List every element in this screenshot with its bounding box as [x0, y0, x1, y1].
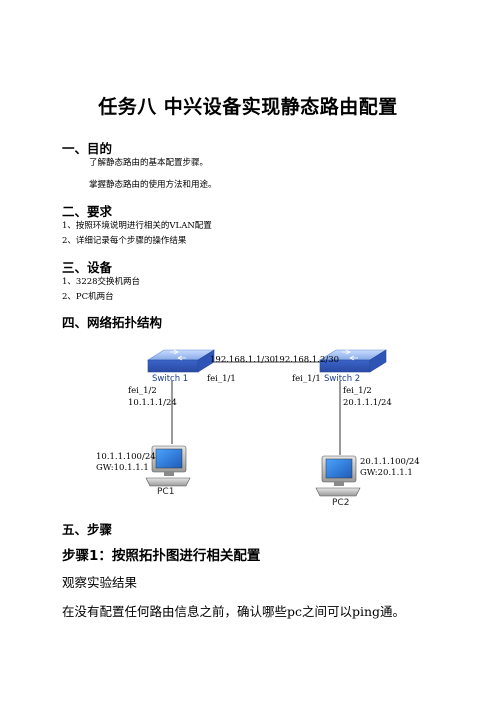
- switch-1-down-port: fei_1/2: [128, 386, 157, 396]
- purpose-line-2: 掌握静态路由的使用方法和用途。: [89, 180, 217, 190]
- pc-2-ip: 20.1.1.100/24: [360, 457, 420, 467]
- topology-heading: 四、网络拓扑结构: [62, 315, 163, 330]
- pc-2-gw: GW:20.1.1.1: [360, 468, 413, 478]
- switch-1-icon: [146, 349, 216, 373]
- switch-1-label: Switch 1: [152, 374, 189, 384]
- switch-2-down-ip: 20.1.1.1/24: [343, 398, 392, 408]
- step-1-line-1: 观察实验结果: [62, 575, 138, 590]
- requirements-line-2: 2、详细记录每个步骤的操作结果: [62, 236, 187, 246]
- pc-1-name: PC1: [157, 487, 175, 497]
- step-1-heading: 步骤1：按照拓扑图进行相关配置: [62, 548, 261, 564]
- link-port-right: fei_1/1: [292, 374, 321, 384]
- pc-2-icon: [315, 455, 361, 497]
- pc-2-name: PC2: [332, 498, 350, 508]
- switch-1-down-ip: 10.1.1.1/24: [128, 398, 177, 408]
- requirements-line-1: 1、按照环境说明进行相关的VLAN配置: [62, 221, 212, 231]
- equipment-line-2: 2、PC机两台: [62, 292, 114, 302]
- equipment-heading: 三、设备: [62, 260, 113, 275]
- pc-1-ip: 10.1.1.100/24: [96, 452, 156, 462]
- link-port-left: fei_1/1: [207, 374, 236, 384]
- step-1-line-2: 在没有配置任何路由信息之前，确认哪些pc之间可以ping通。: [62, 604, 406, 619]
- link-ip-right: 192.168.1.2/30: [274, 355, 340, 365]
- pc-1-gw: GW:10.1.1.1: [96, 463, 149, 473]
- link-ip-left: 192.168.1.1/30: [210, 355, 276, 365]
- switch-2-label: Switch 2: [324, 374, 361, 384]
- purpose-line-1: 了解静态路由的基本配置步骤。: [89, 158, 209, 168]
- page-title: 任务八 中兴设备实现静态路由配置: [98, 96, 398, 118]
- purpose-heading: 一、目的: [62, 141, 113, 156]
- requirements-heading: 二、要求: [62, 204, 113, 219]
- equipment-line-1: 1、3228交换机两台: [62, 277, 141, 287]
- steps-heading: 五、步骤: [62, 522, 113, 537]
- switch-2-down-port: fei_1/2: [343, 386, 372, 396]
